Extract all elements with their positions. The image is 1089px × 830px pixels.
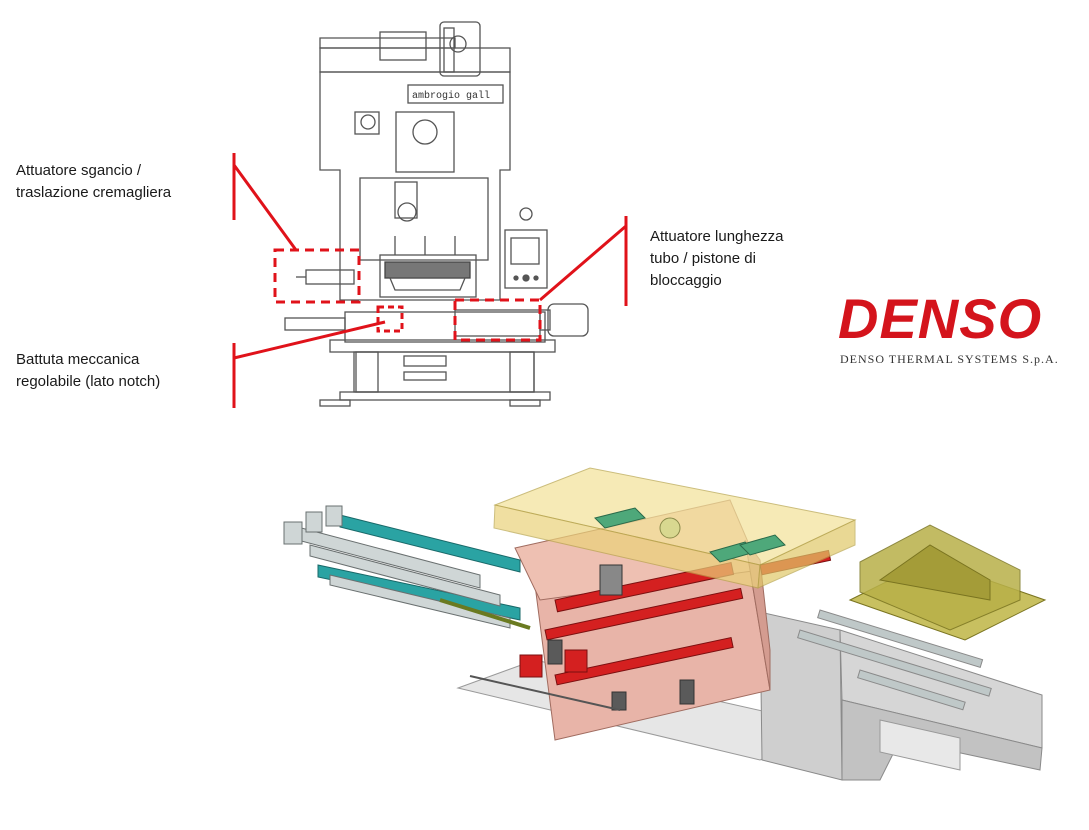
denso-logo: DENSO DENSO THERMAL SYSTEMS S.p.A. [838,290,1078,370]
callout-label-battuta: Battuta meccanica regolabile (lato notch… [16,351,161,390]
denso-subtitle: DENSO THERMAL SYSTEMS S.p.A. [840,352,1059,366]
callout-label-sgancio: Attuatore sgancio / traslazione cremagli… [16,162,172,201]
callout-label-lunghezza: Attuatore lunghezza tubo / pistone di bl… [650,228,784,289]
denso-wordmark: DENSO [838,287,1043,350]
press-nameplate: ambrogio gall [412,90,490,102]
